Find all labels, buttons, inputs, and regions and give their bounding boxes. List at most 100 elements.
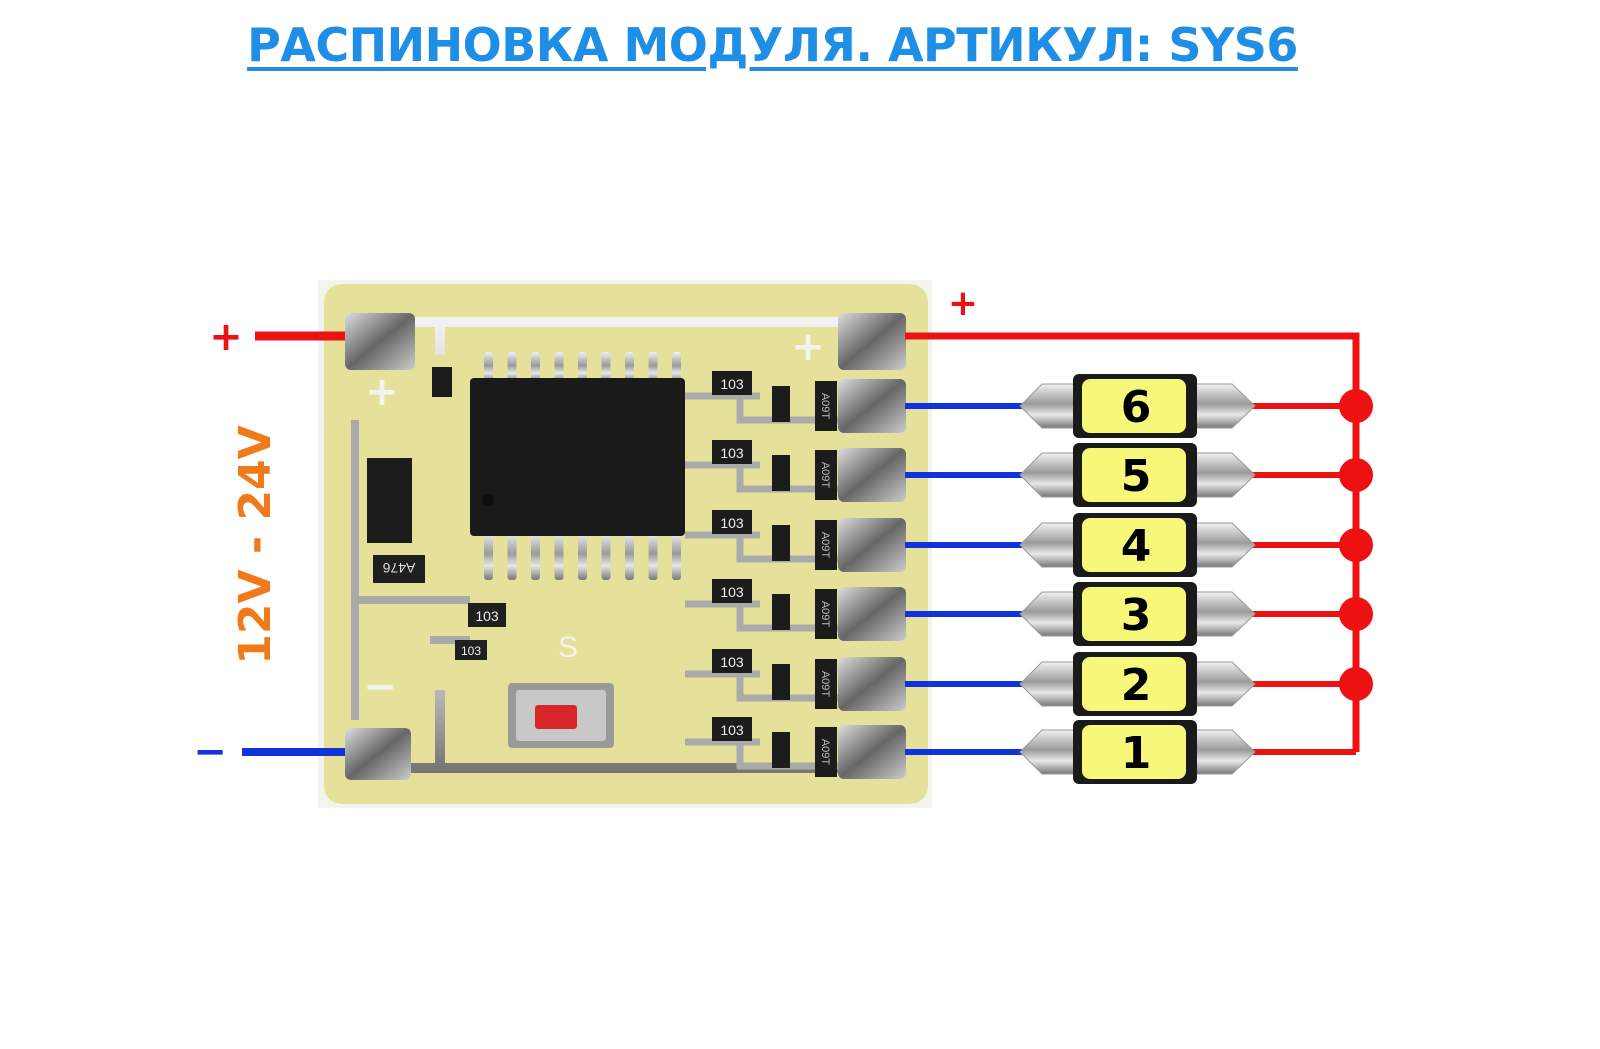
output-pad-1: [838, 725, 906, 779]
led-number: 5: [1121, 451, 1152, 502]
transistor: [815, 589, 837, 639]
led-cap-left: [1019, 452, 1081, 498]
led-chip: [1082, 448, 1186, 502]
resistor-code: 103: [720, 445, 744, 461]
led-number: 1: [1121, 728, 1152, 779]
plus-input-label: +: [209, 314, 243, 360]
minus-input-label: −: [193, 729, 227, 775]
resistor-code: 103: [475, 608, 499, 624]
led-chip: [1082, 725, 1186, 779]
resistor: [772, 594, 790, 630]
ic-pin: [531, 352, 540, 382]
led-number: 3: [1121, 590, 1152, 641]
ic-pin: [601, 352, 611, 382]
junction-dot: [1339, 458, 1373, 492]
resistor: [772, 732, 790, 768]
led-5: 5: [1019, 443, 1256, 507]
plus-output-label: +: [948, 283, 978, 324]
silk-plus-label: +: [365, 369, 399, 415]
silk-minus-label: −: [363, 664, 397, 710]
junction-dot: [1339, 597, 1373, 631]
led-3: 3: [1019, 582, 1256, 646]
resistor-code: 103: [461, 644, 481, 658]
resistor: [772, 455, 790, 491]
silk-plus-label-2: +: [791, 324, 825, 370]
transistor: [815, 450, 837, 500]
plus-input-pad: [345, 313, 415, 370]
ic-pins: [484, 352, 681, 580]
led-cap-right: [1191, 383, 1256, 429]
resistor: [712, 440, 752, 464]
voltage-range-label: 12V - 24V: [230, 425, 281, 664]
ic-pin: [601, 532, 611, 580]
junction-dot: [1339, 528, 1373, 562]
led-outputs: 6 5 4 3 2 1: [905, 374, 1373, 784]
resistor: [455, 640, 487, 660]
resistor: [772, 525, 790, 561]
resistor-code: 103: [720, 654, 744, 670]
led-2: 2: [1019, 652, 1256, 716]
capacitor: [373, 555, 425, 583]
led-4: 4: [1019, 513, 1256, 577]
resistor: [712, 579, 752, 603]
led-cap-left: [1019, 661, 1081, 707]
ic-pin: [554, 352, 564, 382]
ic-pin: [531, 532, 540, 580]
output-pad-5: [838, 448, 906, 502]
page-title: РАСПИНОВКА МОДУЛЯ. АРТИКУЛ: SYS6: [247, 18, 1298, 72]
button-silk-label: S: [558, 631, 578, 664]
ic-pin: [672, 532, 681, 580]
led-cap-left: [1019, 522, 1081, 568]
led-chip: [1082, 518, 1186, 572]
led-number: 2: [1121, 660, 1152, 711]
pcb-board: + + − A476 103 103 S A09T103A09T103A09T1…: [318, 280, 932, 808]
led-6: 6: [1019, 374, 1256, 438]
transistor-code: A09T: [819, 532, 831, 559]
transistor: [815, 727, 837, 777]
ic-pin: [648, 352, 658, 382]
resistor-code: 103: [720, 515, 744, 531]
transistor: [815, 659, 837, 709]
transistor: [815, 381, 837, 431]
resistor-code: 103: [720, 722, 744, 738]
ic-pin: [578, 352, 587, 382]
led-cap-right: [1191, 522, 1256, 568]
resistor: [772, 664, 790, 700]
led-cap-left: [1019, 729, 1081, 775]
ic-pin: [554, 532, 564, 580]
transistor-code: A09T: [819, 462, 831, 489]
ic-pin: [625, 532, 634, 580]
ic-pin: [507, 532, 517, 580]
led-cap-right: [1191, 591, 1256, 637]
junction-dot: [1339, 667, 1373, 701]
transistor-code: A09T: [819, 393, 831, 420]
led-number: 6: [1121, 382, 1152, 433]
transistor-code: A09T: [819, 739, 831, 766]
power-trace: [360, 317, 890, 773]
led-cap-right: [1191, 661, 1256, 707]
resistor: [772, 386, 790, 422]
plus-output-pad: [838, 313, 906, 370]
led-cap-right: [1191, 729, 1256, 775]
output-pad-3: [838, 587, 906, 641]
led-cap-left: [1019, 591, 1081, 637]
capacitor-code: A476: [382, 560, 415, 576]
ic-pin: [672, 352, 681, 382]
ic-pin: [648, 532, 658, 580]
transistor: [815, 520, 837, 570]
output-channels: A09T103A09T103A09T103A09T103A09T103A09T1…: [685, 371, 906, 779]
minus-input-pad: [345, 728, 411, 780]
led-cap-left: [1019, 383, 1081, 429]
resistor: [712, 371, 752, 395]
led-chip: [1082, 657, 1186, 711]
led-1: 1: [1019, 720, 1256, 784]
output-pad-6: [838, 379, 906, 433]
output-pad-4: [838, 518, 906, 572]
led-chip: [1082, 587, 1186, 641]
microcontroller-chip: [470, 378, 685, 536]
ic-pin: [484, 532, 493, 580]
output-pad-2: [838, 657, 906, 711]
voltage-regulator: [367, 458, 412, 543]
led-cap-right: [1191, 452, 1256, 498]
